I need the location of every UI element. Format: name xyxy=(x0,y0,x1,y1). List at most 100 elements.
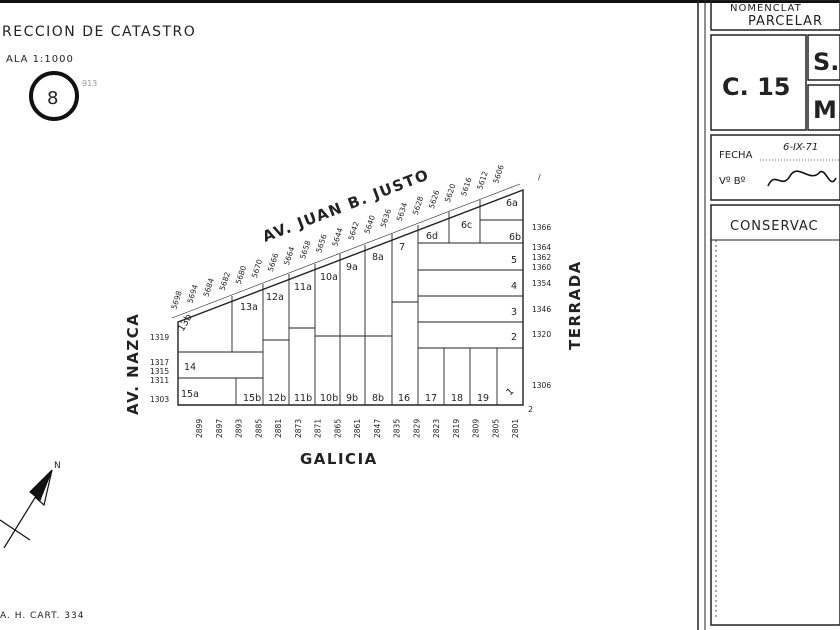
door-number: 1360 xyxy=(532,263,551,272)
lot-label: 15b xyxy=(243,393,261,404)
door-number: 5626 xyxy=(427,189,442,210)
door-number: 5620 xyxy=(443,182,458,203)
lot-label: 11a xyxy=(294,282,312,293)
door-number: 5636 xyxy=(379,208,394,229)
door-number: 5606 xyxy=(491,163,506,184)
door-number: 5670 xyxy=(250,258,265,279)
block-code: M. xyxy=(813,96,840,124)
door-number: 2819 xyxy=(452,419,461,438)
scale-label: ALA 1:1000 xyxy=(6,54,74,65)
door-number: 2861 xyxy=(353,419,362,438)
lot-labels: 13b 13a 12a 11a 10a 9a 8a 7 6d 6c 6b 6a … xyxy=(176,198,521,404)
door-number: 5634 xyxy=(395,201,410,222)
office-title: RECCION DE CATASTRO xyxy=(2,24,196,40)
north-label: N xyxy=(54,461,61,471)
sheet-number-circle xyxy=(29,71,79,121)
door-number: 5664 xyxy=(282,245,297,266)
lot-label: 6c xyxy=(461,220,472,231)
door-number: 5656 xyxy=(314,233,329,254)
lot-label: 4 xyxy=(511,281,517,292)
door-number: 1354 xyxy=(532,279,551,288)
door-number: 2871 xyxy=(314,419,323,438)
door-number: 5684 xyxy=(202,277,217,298)
door-number: 2823 xyxy=(432,419,441,438)
lot-label: 18 xyxy=(451,393,463,404)
lot-label: 2 xyxy=(511,332,517,343)
footer-reference: A. H. CART. 334 xyxy=(0,611,84,621)
fecha-value: 6-IX-71 xyxy=(783,142,818,153)
door-number: 5628 xyxy=(411,195,426,216)
door-number: 2897 xyxy=(215,419,224,438)
door-number: 1362 xyxy=(532,253,551,262)
lot-label: 1 xyxy=(504,386,516,398)
corner-mark-sw: 2 xyxy=(528,405,533,414)
lot-label: 12a xyxy=(266,292,284,303)
lot-label: 5 xyxy=(511,255,517,266)
door-number: 1320 xyxy=(532,330,551,339)
lot-label: 3 xyxy=(511,307,517,318)
door-number: 2829 xyxy=(412,419,421,438)
lot-label: 6d xyxy=(426,231,438,242)
door-number: 5658 xyxy=(298,239,313,260)
vobo-label: Vº Bº xyxy=(719,176,746,187)
lot-label: 10b xyxy=(320,393,338,404)
lot-label: 19 xyxy=(477,393,489,404)
door-number: 1315 xyxy=(150,367,169,376)
street-west: AV. NAZCA xyxy=(124,313,142,415)
lot-label: 16 xyxy=(398,393,410,404)
lot-label: 6a xyxy=(506,198,518,209)
lot-label: 7 xyxy=(399,242,405,253)
door-number: 5642 xyxy=(346,220,361,241)
door-number: 1366 xyxy=(532,223,551,232)
north-arrow-icon xyxy=(0,469,53,549)
lot-label: 14 xyxy=(184,362,196,373)
section-code: S. xyxy=(813,48,839,76)
block-outline xyxy=(171,183,524,406)
door-number: 5640 xyxy=(363,214,378,235)
street-south: GALICIA xyxy=(300,450,378,468)
lot-label: 9b xyxy=(346,393,358,404)
door-number: 2801 xyxy=(511,419,520,438)
lot-label: 8a xyxy=(372,252,384,263)
lot-label: 6b xyxy=(509,232,521,243)
parcel-lines xyxy=(178,200,523,405)
door-number: 5666 xyxy=(266,252,281,273)
door-number: 1346 xyxy=(532,305,551,314)
door-number: 1311 xyxy=(150,376,169,385)
sheet-note: 913 xyxy=(82,79,97,88)
lot-label: 12b xyxy=(268,393,286,404)
door-number: 1306 xyxy=(532,381,551,390)
circunscription-code: C. 15 xyxy=(722,73,790,101)
door-number: 2881 xyxy=(274,419,283,438)
door-number: 5612 xyxy=(475,170,490,191)
door-number: 1319 xyxy=(150,333,169,342)
lot-label: 13a xyxy=(240,302,258,313)
top-border xyxy=(0,0,840,3)
signature-mark xyxy=(767,170,837,187)
lot-label: 11b xyxy=(294,393,312,404)
sheet-number: 8 xyxy=(47,88,58,109)
door-number: 2805 xyxy=(491,419,500,438)
nomenclature-line2: PARCELAR xyxy=(748,14,823,29)
street-east: TERRADA xyxy=(566,260,584,350)
door-number: 1317 xyxy=(150,358,169,367)
title-panel xyxy=(697,0,840,630)
door-number: 5682 xyxy=(218,271,233,292)
door-number: 2809 xyxy=(472,419,481,438)
door-number: 2847 xyxy=(373,419,382,438)
door-number: 2865 xyxy=(333,419,342,438)
door-number: 5680 xyxy=(234,264,249,285)
door-number: 2885 xyxy=(254,419,263,438)
door-number: 5698 xyxy=(169,289,184,310)
door-number: 5694 xyxy=(185,283,200,304)
door-number: 2893 xyxy=(235,419,244,438)
door-number: 1364 xyxy=(532,243,551,252)
door-number: 2835 xyxy=(393,419,402,438)
lot-label: 8b xyxy=(372,393,384,404)
door-number: 1303 xyxy=(150,395,169,404)
door-number: 5644 xyxy=(330,226,345,247)
